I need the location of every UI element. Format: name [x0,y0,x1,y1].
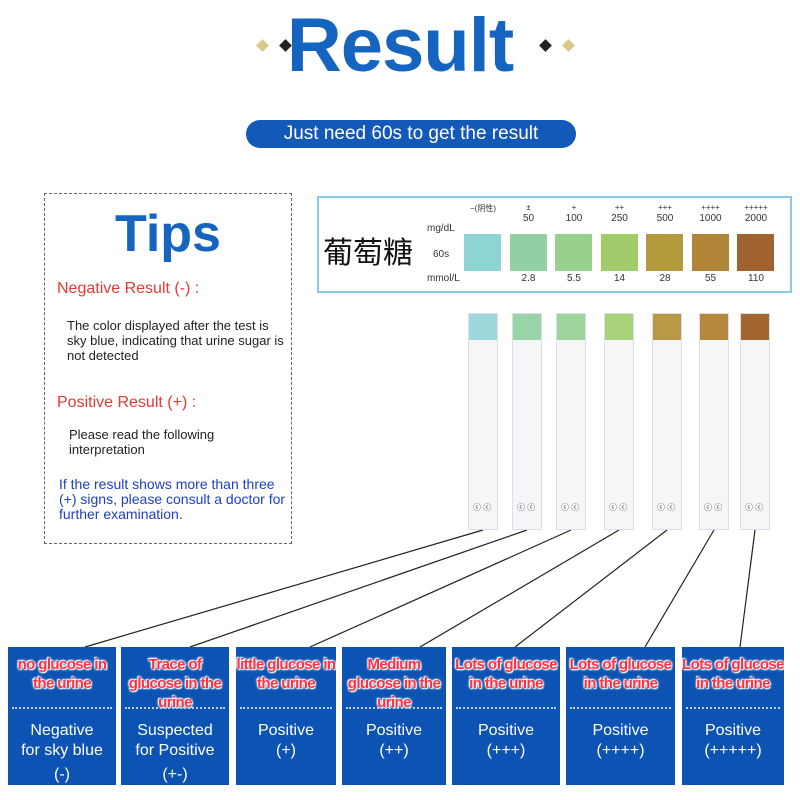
positive-heading: Positive Result (+) : [57,394,197,411]
positive-text: Please read the following interpretation [69,427,215,457]
unit-mmol: mmol/L [427,273,460,284]
color-swatch [691,234,729,271]
divider [240,707,332,709]
level-mmol: 14 [613,273,626,284]
subtitle-banner: Just need 60s to get the result [246,120,576,148]
strip-pad [605,314,633,340]
level-mmol: 55 [704,273,717,284]
result-line2: for sky blue [21,742,103,759]
color-swatch [737,234,774,271]
strip-pad [700,314,728,340]
color-swatch [646,234,683,271]
doctor-note: If the result shows more than three (+) … [59,476,286,522]
tips-panel: Tips Negative Result (-) : The color dis… [44,193,292,544]
color-chart: 葡萄糖 mg/dL 60s mmol/L −(阴性) ± 50 2.8 + 100… [317,196,792,293]
result-card: little glucose in the urine Positive (+) [236,647,336,785]
result-line1: Positive [704,722,762,739]
strip-pad [653,314,681,340]
result-line2: (+) [276,742,296,759]
chart-name: 葡萄糖 [323,237,413,270]
level-mmol: 2.8 [521,273,536,284]
result-description: Lots of glucose in the urine [682,656,784,692]
divider [12,707,112,709]
result-card: Lots of glucose in the urine Positive (++… [566,647,675,785]
level-sign: +++++ [744,203,768,212]
result-card: Trace of glucose in the urine Suspected f… [121,647,229,785]
test-strip: ⓒ ⓒ [468,313,498,530]
strip-pad [557,314,585,340]
result-line2: (++) [379,742,409,759]
test-strip: ⓒ ⓒ [740,313,770,530]
result-line3: (-) [54,766,70,783]
negative-heading: Negative Result (-) : [57,280,200,297]
time-label: 60s [433,249,450,260]
unit-mgdl: mg/dL [427,223,455,234]
result-description: little glucose in the urine [236,656,337,692]
result-description: no glucose in the urine [17,656,107,692]
level-sign: + [571,203,577,212]
result-line2: (+++++) [704,742,762,759]
result-line2: for Positive [135,742,215,759]
result-card: Lots of glucose in the urine Positive (++… [682,647,785,785]
result-description: Lots of glucose in the urine [569,656,672,692]
test-strip: ⓒ ⓒ [512,313,542,530]
strip-pad [741,314,769,340]
divider [686,707,780,709]
divider [456,707,556,709]
level-mgdl: 500 [656,213,674,224]
result-line1: Positive [257,722,315,739]
level-sign: ++ [614,203,625,212]
strip-pad [469,314,497,340]
result-line2: (+++) [486,742,526,759]
level-mmol: 110 [748,273,764,284]
level-mgdl: 100 [565,213,583,224]
level-mgdl: 50 [522,213,535,224]
test-strip: ⓒ ⓒ [556,313,586,530]
tips-title: Tips [115,205,221,263]
result-line3: (+-) [162,766,188,783]
divider [346,707,442,709]
result-line1: Suspected [137,722,213,739]
result-card: Medium glucose in the urine Positive (++) [342,647,446,785]
divider [125,707,225,709]
level-sign: ± [526,203,531,212]
result-line2: (++++) [596,742,645,759]
result-line1: Positive [477,722,535,739]
result-description: Trace of glucose in the urine [128,656,222,711]
result-card: no glucose in the urine Negative for sky … [8,647,116,785]
color-swatch [509,234,547,271]
level-sign: −(阴性) [470,204,496,213]
divider [570,707,671,709]
level-sign: ++++ [701,203,720,212]
result-line1: Negative [30,722,94,739]
level-sign: +++ [657,203,672,212]
color-swatch [600,234,638,271]
level-mgdl: 2000 [744,213,768,224]
negative-text: The color displayed after the test is sk… [67,318,284,363]
level-mgdl: 1000 [699,213,722,224]
result-line1: Positive [365,722,423,739]
result-line1: Positive [592,722,649,739]
test-strip: ⓒ ⓒ [604,313,634,530]
level-mgdl: 250 [611,213,628,224]
strip-pad [513,314,541,340]
result-description: Medium glucose in the urine [347,656,441,711]
test-strip: ⓒ ⓒ [652,313,682,530]
result-card: Lots of glucose in the urine Positive (++… [452,647,560,785]
level-mmol: 5.5 [567,273,581,284]
color-swatch [555,234,592,271]
result-description: Lots of glucose in the urine [455,656,557,692]
test-strip: ⓒ ⓒ [699,313,729,530]
color-swatch [464,234,501,271]
page-title: Result [286,3,514,88]
level-mmol: 28 [659,273,671,284]
